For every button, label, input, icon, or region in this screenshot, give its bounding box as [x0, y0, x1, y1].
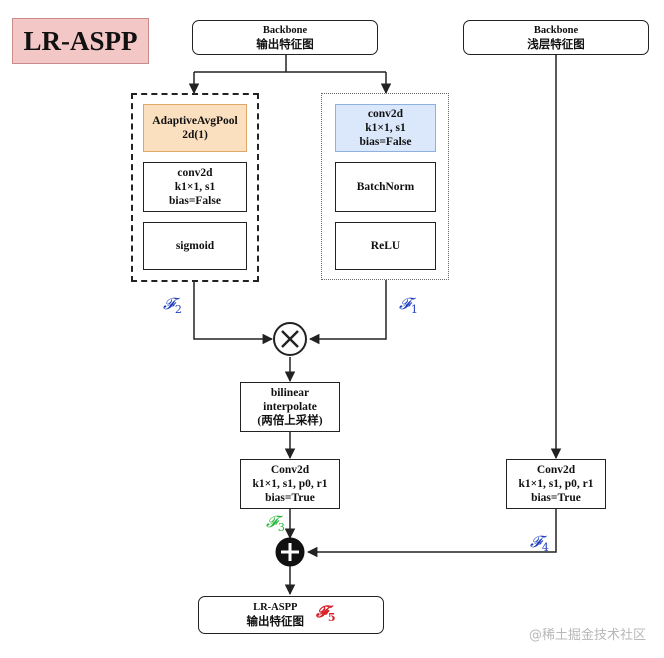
avgpool-line1: AdaptiveAvgPool: [152, 115, 238, 127]
label-f3: 𝓕3: [266, 512, 285, 535]
right-conv-line3: bias=False: [359, 136, 412, 148]
backbone-shallow-line1: Backbone: [533, 24, 579, 36]
multiply-operator: [273, 322, 307, 356]
avgpool-line2: 2d(1): [182, 129, 208, 141]
left-branch-group: [131, 93, 259, 282]
arrow-f4-to-add: [306, 509, 557, 558]
label-f5: 𝓕5: [316, 601, 336, 625]
diagram-title: LR-ASPP: [12, 18, 149, 64]
sigmoid-label: sigmoid: [175, 240, 215, 252]
add-operator: [275, 537, 305, 567]
backbone-shallow-node: Backbone 浅层特征图: [463, 20, 649, 55]
right-branch-group: [321, 93, 449, 280]
backbone-shallow-line2: 浅层特征图: [527, 38, 585, 51]
watermark: @稀土掘金技术社区: [528, 628, 646, 643]
conv-mid-line1: Conv2d: [270, 464, 310, 476]
left-conv2d-node: conv2d k1×1, s1 bias=False: [143, 162, 247, 212]
label-f4: 𝓕4: [530, 532, 549, 555]
relu-label: ReLU: [370, 240, 401, 252]
adaptive-avgpool-node: AdaptiveAvgPool 2d(1): [143, 104, 247, 152]
backbone-output-line1: Backbone: [262, 24, 308, 36]
left-conv-line2: k1×1, s1: [174, 181, 216, 193]
label-f2: 𝓕2: [163, 294, 182, 317]
backbone-output-node: Backbone 输出特征图: [192, 20, 378, 55]
conv-mid-line2: k1×1, s1, p0, r1: [252, 478, 328, 490]
conv-right-line1: Conv2d: [536, 464, 576, 476]
arrow-f1-to-multiply: [308, 280, 387, 345]
interp-line2: interpolate: [263, 401, 317, 413]
backbone-output-line2: 输出特征图: [256, 38, 314, 51]
batchnorm-label: BatchNorm: [356, 181, 415, 193]
sigmoid-node: sigmoid: [143, 222, 247, 270]
arrow-f2-to-multiply: [193, 282, 274, 345]
batchnorm-node: BatchNorm: [335, 162, 436, 212]
right-conv-line1: conv2d: [367, 108, 404, 120]
lr-aspp-output-node: LR-ASPP 输出特征图 𝓕5: [198, 596, 384, 634]
bilinear-interpolate-node: bilinear interpolate (两倍上采样): [240, 382, 340, 432]
diagram-title-text: LR-ASPP: [23, 25, 138, 56]
label-f1: 𝓕1: [399, 294, 418, 317]
conv-right-line3: bias=True: [531, 492, 581, 504]
left-conv-line1: conv2d: [177, 167, 213, 179]
right-conv-line2: k1×1, s1: [365, 122, 406, 134]
conv2d-mid-node: Conv2d k1×1, s1, p0, r1 bias=True: [240, 459, 340, 509]
interp-line1: bilinear: [270, 387, 310, 399]
conv-right-line2: k1×1, s1, p0, r1: [518, 478, 594, 490]
right-conv2d-node: conv2d k1×1, s1 bias=False: [335, 104, 436, 152]
relu-node: ReLU: [335, 222, 436, 270]
output-line1: LR-ASPP: [253, 602, 298, 613]
conv2d-right-node: Conv2d k1×1, s1, p0, r1 bias=True: [506, 459, 606, 509]
output-line2: 输出特征图: [246, 616, 305, 628]
interp-line3: (两倍上采样): [257, 415, 323, 427]
conv-mid-line3: bias=True: [265, 492, 315, 504]
left-conv-line3: bias=False: [169, 195, 221, 207]
